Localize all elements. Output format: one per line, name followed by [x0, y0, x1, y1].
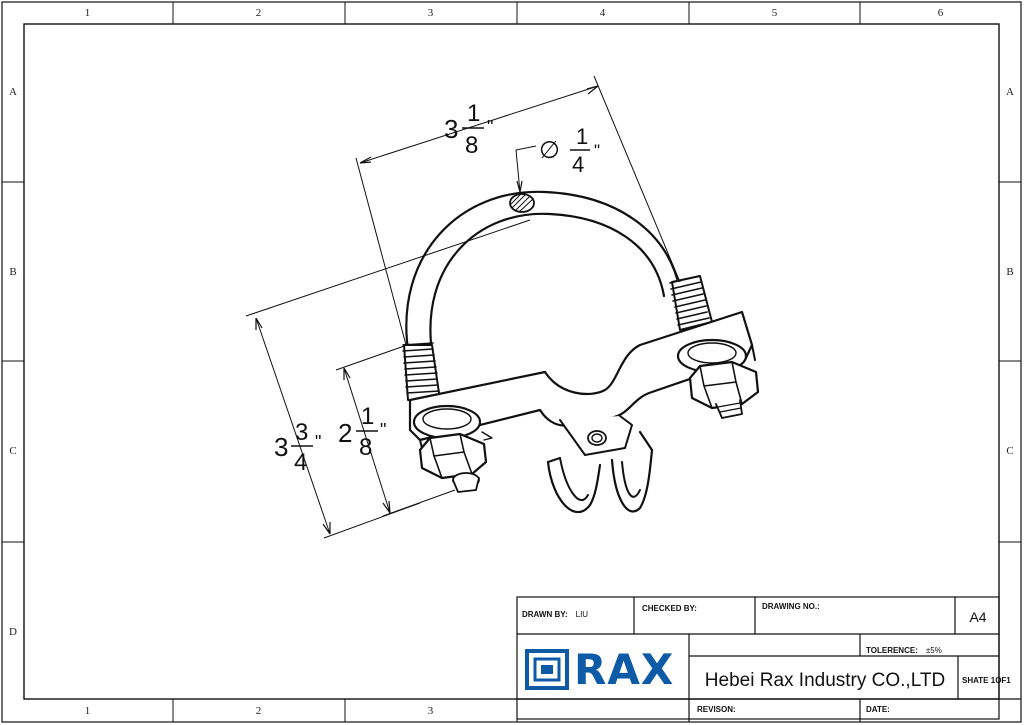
rax-logo-mark-icon	[525, 649, 569, 690]
dimension-width: 3 1 8 "	[444, 100, 493, 159]
company-name: Hebei Rax Industry CO.,LTD	[704, 670, 946, 691]
height-den: 4	[294, 449, 307, 476]
company-logo-text: RAX	[574, 645, 675, 694]
sheet-label: SHATE 1OF1	[962, 676, 1011, 685]
tolerance-field: TOLERENCE: ±5%	[866, 640, 942, 658]
date-label: DATE:	[866, 705, 890, 714]
tolerance-label: TOLERENCE:	[866, 646, 918, 655]
zone-col-4: 4	[599, 7, 606, 19]
diameter-den: 4	[572, 152, 584, 177]
diameter-unit: "	[594, 141, 600, 160]
inner-unit: "	[380, 420, 386, 440]
dimension-inner-height: 2 1 8 "	[338, 403, 386, 461]
zone-row-d-left: D	[9, 626, 17, 638]
inner-den: 8	[359, 434, 372, 461]
u-bolt-clamp-drawing	[402, 190, 760, 513]
zone-bottom-col-1: 1	[84, 705, 91, 717]
width-whole: 3	[444, 114, 458, 144]
width-num: 1	[467, 100, 480, 127]
zone-row-c-right: C	[1006, 445, 1014, 457]
drawn-by-value: LIU	[575, 610, 589, 619]
dimension-diameter: ∅ 1 4 "	[539, 124, 600, 177]
zone-col-3: 3	[427, 7, 434, 19]
height-whole: 3	[274, 432, 288, 462]
zone-row-b-right: B	[1006, 266, 1014, 278]
zone-col-1: 1	[84, 7, 91, 19]
tolerance-value: ±5%	[925, 646, 942, 655]
inner-num: 1	[361, 403, 374, 430]
zone-col-6: 6	[937, 7, 944, 19]
zone-row-a-right: A	[1006, 86, 1014, 98]
dimension-lines	[245, 75, 681, 539]
drawn-by-field: DRAWN BY: LIU	[522, 604, 588, 622]
title-block-grid	[516, 596, 1021, 722]
drawn-by-label: DRAWN BY:	[522, 610, 568, 619]
checked-by-label: CHECKED BY:	[642, 604, 697, 613]
zone-row-c-left: C	[9, 445, 17, 457]
zone-bottom-col-2: 2	[255, 705, 262, 717]
zone-row-b-left: B	[9, 266, 17, 278]
inner-whole: 2	[338, 418, 352, 448]
sheet-size: A4	[969, 609, 987, 625]
diameter-num: 1	[576, 124, 588, 149]
width-den: 8	[465, 132, 478, 159]
height-unit: "	[315, 432, 321, 452]
zone-row-a-left: A	[9, 86, 17, 98]
diameter-symbol: ∅	[539, 137, 560, 164]
height-num: 3	[295, 419, 308, 446]
width-unit: "	[487, 117, 493, 137]
zone-bottom-col-3: 3	[427, 705, 434, 717]
revision-label: REVISON:	[697, 705, 736, 714]
zone-col-2: 2	[255, 7, 262, 19]
drawing-no-label: DRAWING NO.:	[762, 602, 820, 611]
zone-col-5: 5	[771, 7, 778, 19]
dimension-overall-height: 3 3 4 "	[274, 419, 321, 476]
